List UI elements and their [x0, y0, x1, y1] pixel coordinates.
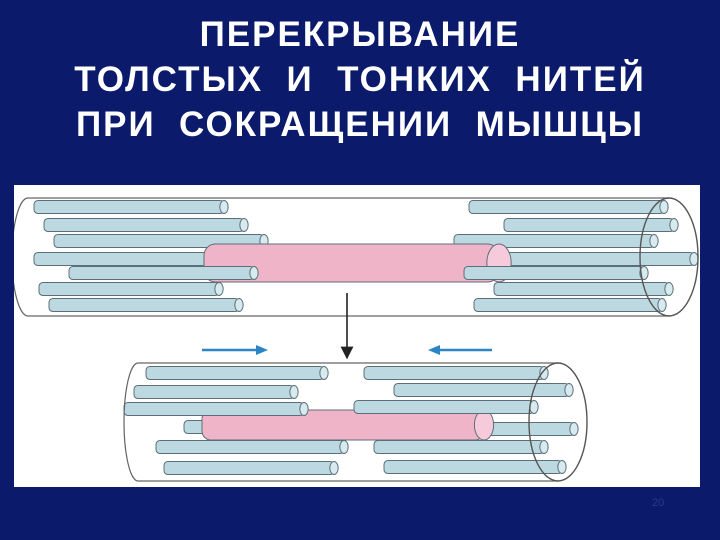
- title-line-2: ТОЛСТЫХ И ТОНКИХ НИТЕЙ: [74, 60, 646, 99]
- relaxed-thick-filament: [203, 243, 512, 283]
- left-inward-arrow-icon: [202, 345, 268, 355]
- thin-filament: [133, 385, 299, 399]
- contracted-sarcomere: [123, 362, 588, 482]
- thin-filament: [353, 400, 539, 414]
- thin-filament: [68, 266, 259, 280]
- thin-filament: [473, 298, 667, 312]
- thin-filament: [483, 252, 699, 266]
- thin-filament: [123, 402, 309, 416]
- thin-filament: [145, 366, 329, 380]
- thin-filament: [48, 298, 244, 312]
- thin-filament: [493, 282, 674, 296]
- title-line-1: ПЕРЕКРЫВАНИЕ: [199, 15, 521, 54]
- thin-filament: [155, 440, 349, 454]
- contracted-front-filaments: [123, 366, 567, 475]
- thin-filament: [33, 200, 229, 214]
- relaxed-back-filaments: [33, 234, 699, 312]
- thick-filament: [203, 243, 512, 283]
- relaxed-front-filaments: [33, 200, 679, 296]
- thin-filament: [373, 440, 549, 454]
- thin-filament: [453, 234, 659, 248]
- slide-title: ПЕРЕКРЫВАНИЕ ТОЛСТЫХ И ТОНКИХ НИТЕЙ ПРИ …: [0, 12, 720, 147]
- thin-filament: [383, 460, 567, 474]
- page-number: 20: [652, 497, 665, 509]
- title-line-3: ПРИ СОКРАЩЕНИИ МЫШЦЫ: [75, 105, 645, 144]
- thick-filament: [201, 409, 495, 441]
- relaxed-cylinder-outline: [14, 197, 699, 317]
- sarcomere-diagram: [14, 197, 699, 482]
- thin-filament: [503, 218, 679, 232]
- thin-filament: [163, 461, 339, 475]
- thin-filament: [33, 252, 219, 266]
- relaxed-sarcomere: [14, 197, 699, 317]
- thin-filament: [43, 218, 249, 232]
- thin-filament: [393, 383, 574, 397]
- thin-filament: [363, 366, 549, 380]
- contracted-thick-filament: [201, 409, 495, 441]
- contracted-cylinder-outline: [123, 362, 588, 482]
- thin-filament: [38, 282, 224, 296]
- thin-filament: [468, 200, 669, 214]
- thin-filament: [463, 266, 649, 280]
- sarcomere-diagram-panel: [14, 185, 700, 487]
- right-inward-arrow-icon: [428, 345, 492, 355]
